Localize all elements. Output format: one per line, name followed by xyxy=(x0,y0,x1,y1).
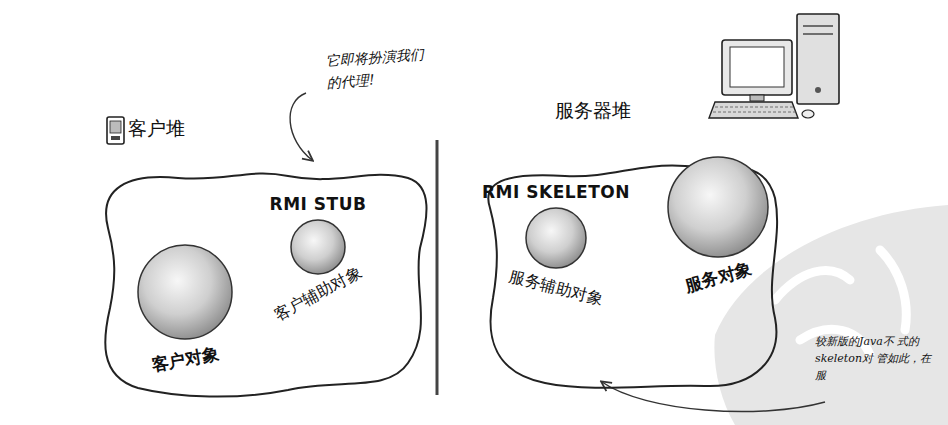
tower-button xyxy=(815,87,821,93)
callout-note: 它即将扮演我们的代理! xyxy=(325,42,432,93)
keyboard-keys xyxy=(713,107,796,112)
object-circle: RMI SKELETON服务辅助对象 xyxy=(471,182,641,298)
keyboard xyxy=(709,102,798,118)
object-label: 服务辅助对象 xyxy=(507,267,605,310)
object-ball xyxy=(289,218,347,276)
phone-screen xyxy=(110,121,121,133)
object-label: 服务对象 xyxy=(683,259,754,296)
heap-region: 客户堆客户对象RMI STUB客户辅助对象 xyxy=(88,108,438,400)
heap-heading: 客户堆 xyxy=(128,116,185,140)
phone-icon xyxy=(107,117,124,144)
heap-divider xyxy=(436,140,439,395)
object-circle: 客户对象 xyxy=(125,243,245,369)
object-ball xyxy=(666,155,770,259)
rmi-part-name: RMI STUB xyxy=(270,194,367,214)
callout-leader xyxy=(290,93,312,160)
heap-region: 服务器堆RMI SKELETON服务辅助对象服务对象 xyxy=(465,88,785,398)
phone-keys xyxy=(111,136,120,140)
object-ball xyxy=(524,206,588,270)
object-ball-shape xyxy=(291,220,345,274)
object-circle: 服务对象 xyxy=(653,155,783,287)
heap-heading: 服务器堆 xyxy=(555,98,631,122)
heap-outline xyxy=(88,108,438,400)
tower xyxy=(797,14,839,104)
tower-slot xyxy=(803,25,833,26)
object-circle: RMI STUB客户辅助对象 xyxy=(248,194,388,304)
tower-slot xyxy=(803,33,833,34)
side-note: 较新版的Java不 式的skeleton对 管如此，在服 xyxy=(815,333,935,384)
object-label: 客户对象 xyxy=(150,343,220,375)
heap-outline-path xyxy=(105,173,426,396)
mouse xyxy=(802,110,814,118)
object-ball xyxy=(136,243,234,341)
object-ball-shape xyxy=(668,157,768,257)
monitor xyxy=(722,40,792,95)
object-ball-shape xyxy=(526,208,586,268)
monitor-screen xyxy=(730,47,784,87)
object-ball-shape xyxy=(138,245,232,339)
monitor-stand xyxy=(750,95,764,101)
rmi-part-name: RMI SKELETON xyxy=(482,182,630,202)
